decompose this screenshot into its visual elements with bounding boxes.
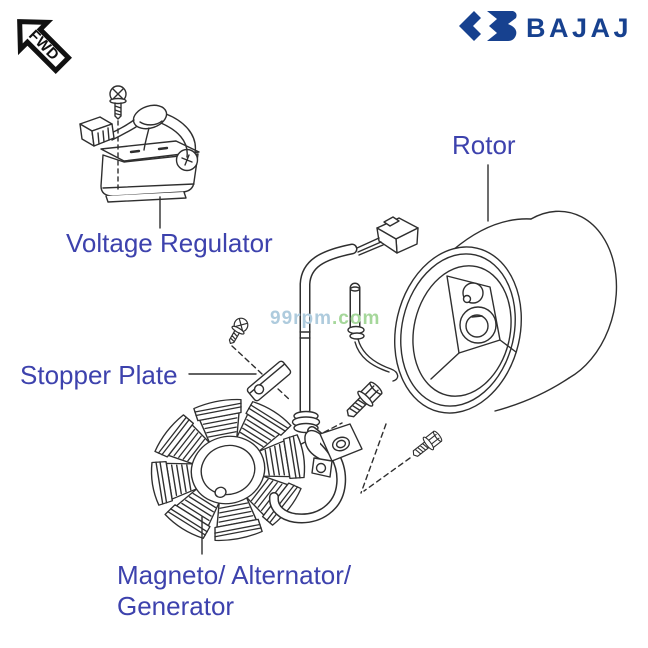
- mounting-bolt-large: [340, 378, 386, 424]
- bajaj-wordmark: BAJAJ: [526, 13, 632, 43]
- fwd-arrow-badge: FWD: [17, 19, 72, 74]
- label-stopper-plate: Stopper Plate: [20, 360, 178, 390]
- mounting-bolt-small: [408, 428, 445, 462]
- watermark-suffix: .com: [332, 308, 381, 329]
- voltage-regulator-drawing: [79, 85, 200, 229]
- label-magneto: Magneto/ Alternator/ Generator: [117, 560, 351, 622]
- pickup-bracket-drawing: [304, 423, 363, 478]
- wiring-harness-drawing: [268, 216, 419, 524]
- pickup-lead-sleeve: [347, 282, 399, 382]
- stator-magneto-drawing: [148, 396, 308, 544]
- label-magneto-line1: Magneto/ Alternator/: [117, 560, 352, 590]
- connector-plug: [79, 116, 115, 147]
- harness-connector: [356, 216, 419, 256]
- label-magneto-line2: Generator: [117, 591, 235, 621]
- watermark-primary: 99rpm: [270, 308, 333, 329]
- fwd-arrow-icon: [17, 19, 72, 74]
- regulator-screw: [109, 85, 127, 120]
- bajaj-logo: BAJAJ: [459, 11, 632, 43]
- stopper-plate-drawing: [188, 315, 292, 402]
- watermark: 99rpm.com: [270, 308, 380, 330]
- label-rotor: Rotor: [452, 130, 516, 160]
- label-voltage-regulator: Voltage Regulator: [66, 228, 273, 258]
- rotor-drawing: [394, 164, 618, 414]
- stopper-plate-screw: [223, 315, 251, 348]
- bajaj-flying-b-icon: [459, 11, 517, 41]
